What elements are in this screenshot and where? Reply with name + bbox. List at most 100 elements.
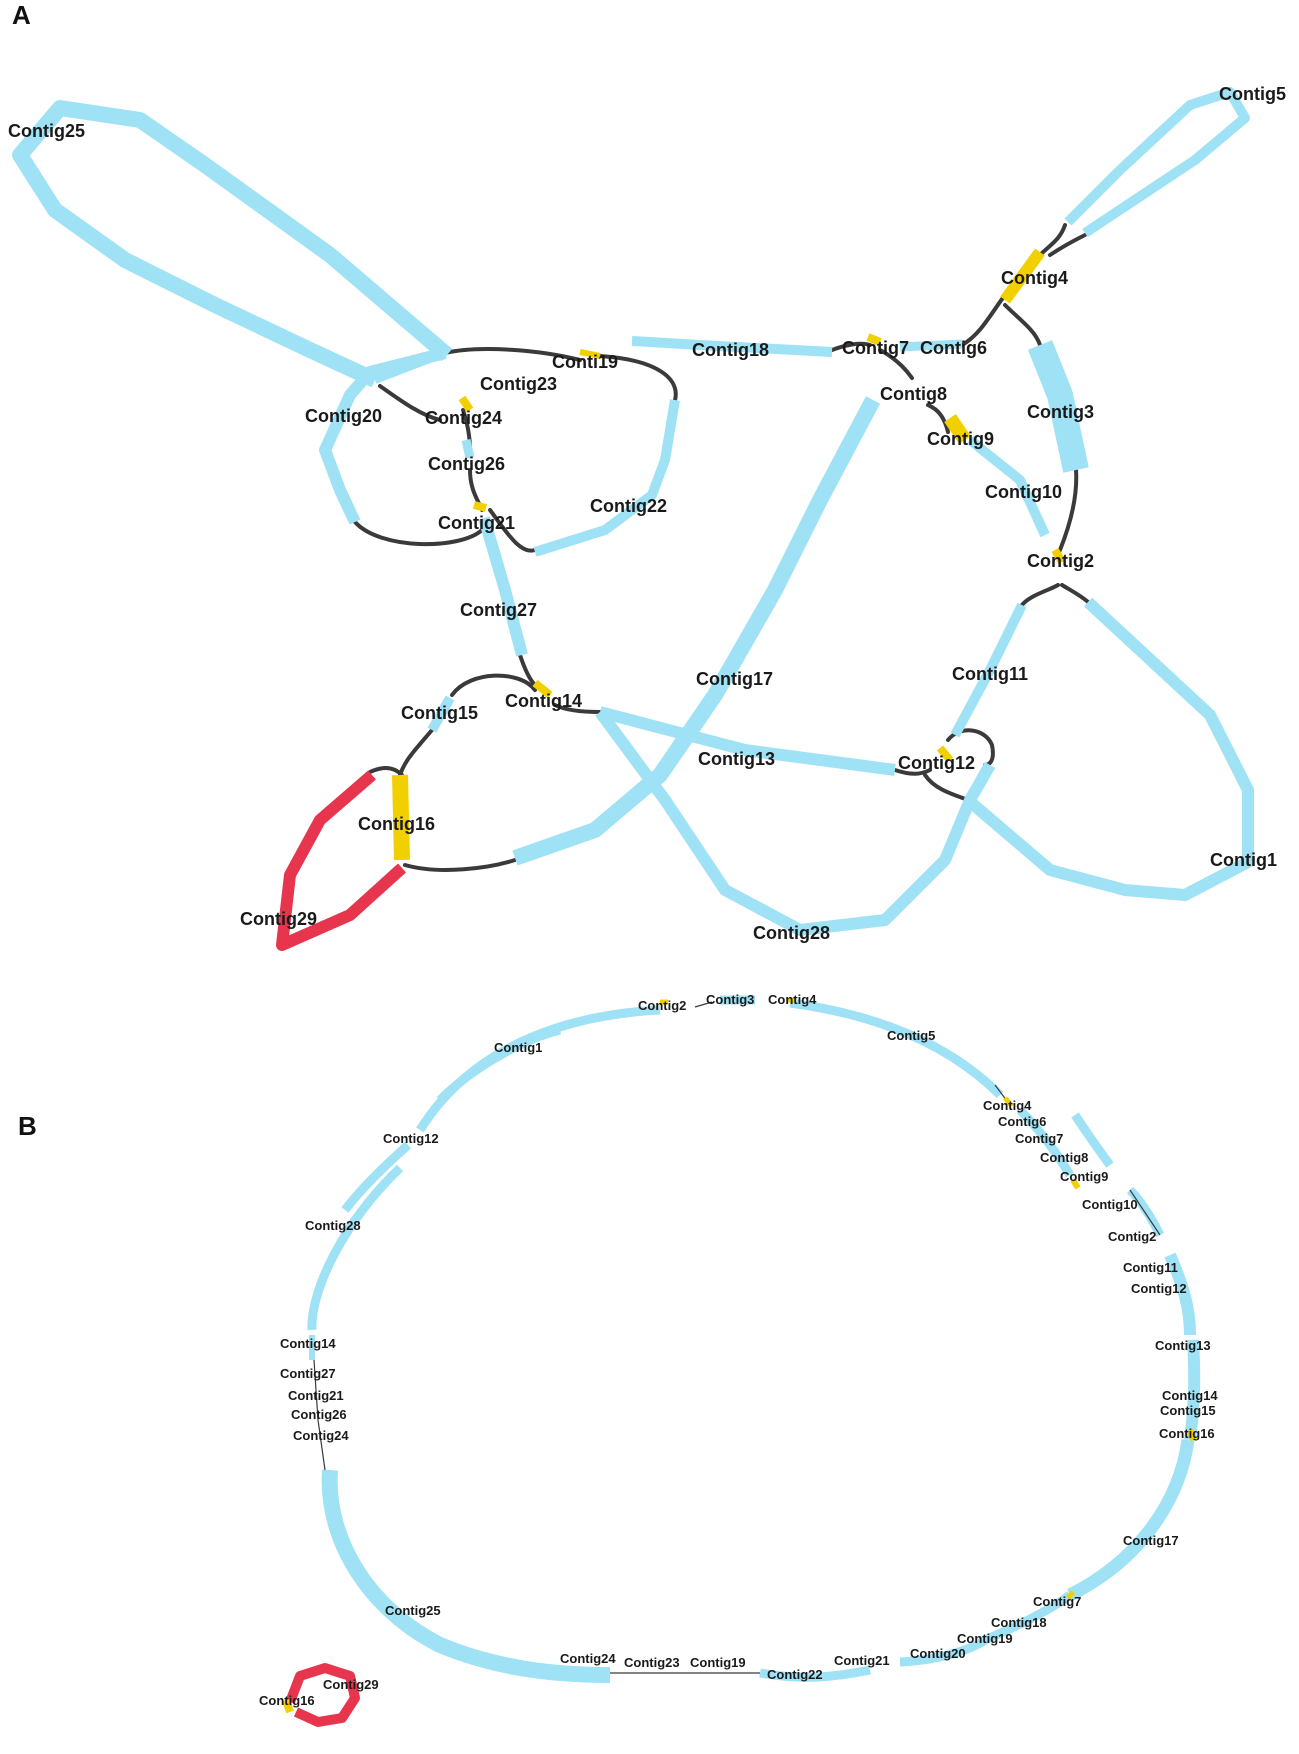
link-4-5b: [1048, 233, 1087, 257]
link-23-20: [378, 384, 442, 422]
label-contig17: Contig17: [696, 669, 773, 689]
ring-contig20: [899, 1636, 988, 1667]
link-7-8: [878, 348, 914, 380]
ring-contig18: [983, 1591, 1073, 1645]
ring-contig29: [285, 1663, 360, 1727]
contig17-edge: [512, 396, 881, 866]
link-15-16: [398, 728, 434, 777]
ring-contig6-9: [1016, 1106, 1074, 1178]
panel-b: B: [18, 992, 1218, 1727]
link-12-1: [923, 773, 970, 802]
labelB-contig14b: Contig14: [1162, 1388, 1218, 1403]
label-contig15: Contig15: [401, 703, 478, 723]
contig-link-20-23: [373, 349, 447, 384]
ring-contig5: [789, 998, 1004, 1099]
contig14-edge: [532, 679, 553, 699]
labelB-contig15: Contig15: [1160, 1403, 1216, 1418]
label-contig14: Contig14: [505, 691, 582, 711]
labelB-contig9: Contig9: [1060, 1169, 1108, 1184]
labelB-contig4a: Contig4: [768, 992, 817, 1007]
ring-contig28: [307, 1164, 404, 1331]
ringlink-2-3: [694, 1001, 713, 1008]
labelB-contig16b: Contig16: [259, 1693, 315, 1708]
labelB-contig12a: Contig12: [383, 1131, 439, 1146]
labelB-contig7b: Contig7: [1033, 1594, 1081, 1609]
ring-contig10-2: [1071, 1112, 1114, 1168]
labelB-contig24b: Contig24: [560, 1651, 616, 1666]
labelB-contig21b: Contig21: [834, 1653, 890, 1668]
ring-segment-top: [416, 1005, 661, 1133]
link-15-14: [450, 673, 537, 697]
ring-contig17: [1067, 1439, 1195, 1601]
labelB-contig29: Contig29: [323, 1677, 379, 1692]
label-contig3: Contig3: [1027, 402, 1094, 422]
ringlink-12-13: [1129, 1189, 1161, 1236]
labelB-contig19b: Contig19: [690, 1655, 746, 1670]
label-contig27: Contig27: [460, 600, 537, 620]
link-2-11: [1020, 583, 1060, 607]
labelB-contig20: Contig20: [910, 1646, 966, 1661]
contig18-edge: [631, 336, 833, 357]
labelB-contig23: Contig23: [624, 1655, 680, 1670]
labelB-contig14a: Contig14: [280, 1336, 336, 1351]
ring-contig12-left: [341, 1141, 411, 1213]
contig4-edge: [1000, 248, 1045, 304]
contig29-edge: [276, 770, 407, 951]
contig7-edge: [866, 333, 882, 346]
label-contig25: Contig25: [8, 121, 85, 141]
label-contig18: Contig18: [692, 340, 769, 360]
labelB-contig27: Contig27: [280, 1366, 336, 1381]
labelB-contig21a: Contig21: [288, 1388, 344, 1403]
link-29-16: [368, 766, 404, 777]
labelB-contig4b: Contig4: [983, 1098, 1032, 1113]
link-20-21: [353, 520, 484, 547]
label-contig20: Contig20: [305, 406, 382, 426]
link-4-3: [1003, 303, 1042, 347]
panel-b-ring: [307, 995, 1201, 1683]
labelB-contig26: Contig26: [291, 1407, 347, 1422]
contig3-edge: [1027, 340, 1089, 473]
ring-tick-contig9: [1070, 1178, 1081, 1190]
label-contig1: Contig1: [1210, 850, 1277, 870]
label-contig21: Contig21: [438, 513, 515, 533]
labelB-contig13: Contig13: [1155, 1338, 1211, 1353]
ringlink-left-chain: [313, 1359, 326, 1471]
ring-contig16-right: [1184, 1339, 1201, 1441]
panel-a-links: [353, 223, 1090, 872]
ring-tick-contig4: [1003, 1096, 1014, 1108]
link-16-17: [403, 858, 517, 872]
panel-b-label: B: [18, 1111, 37, 1141]
panel-a-label: A: [12, 0, 31, 30]
panel-a-labels: Contig25 Contig5 Contig4 Conti19 Contig1…: [8, 84, 1286, 943]
contig13-edge: [598, 706, 896, 776]
link-14-13: [553, 703, 602, 714]
label-contig11: Contig11: [952, 664, 1028, 684]
label-contig22: Contig22: [590, 496, 667, 516]
contig16-edge: [392, 774, 410, 861]
contig1-edge: [964, 597, 1254, 901]
label-contig12: Contig12: [898, 753, 975, 773]
label-contig6: Contig6: [920, 338, 987, 358]
panel-a-repeats: [392, 248, 1066, 861]
panel-b-labels: Contig2 Contig3 Contig4 Contig1 Contig5 …: [259, 992, 1218, 1708]
contig9-edge: [944, 414, 971, 444]
labelB-contig7a: Contig7: [1015, 1131, 1063, 1146]
label-contig28: Contig28: [753, 923, 830, 943]
panel-a: A: [8, 0, 1286, 951]
link-19-22: [598, 354, 678, 402]
labelB-contig16a: Contig16: [1159, 1426, 1215, 1441]
ring-tick-contig16: [1186, 1428, 1198, 1442]
contig6-edge: [899, 339, 963, 352]
labelB-contig24a: Contig24: [293, 1428, 349, 1443]
label-contig4: Contig4: [1001, 268, 1068, 288]
contig11-edge: [950, 602, 1027, 738]
contig26-edge: [461, 439, 475, 459]
labelB-contig8: Contig8: [1040, 1150, 1088, 1165]
ring-contig1-segment: [436, 1025, 562, 1104]
label-contig26: Contig26: [428, 454, 505, 474]
link-25-19: [443, 347, 582, 362]
labelB-contig25: Contig25: [385, 1603, 441, 1618]
labelB-contig11: Contig11: [1123, 1260, 1178, 1275]
contig25-edge: [12, 100, 453, 388]
labelB-contig2a: Contig2: [638, 998, 686, 1013]
